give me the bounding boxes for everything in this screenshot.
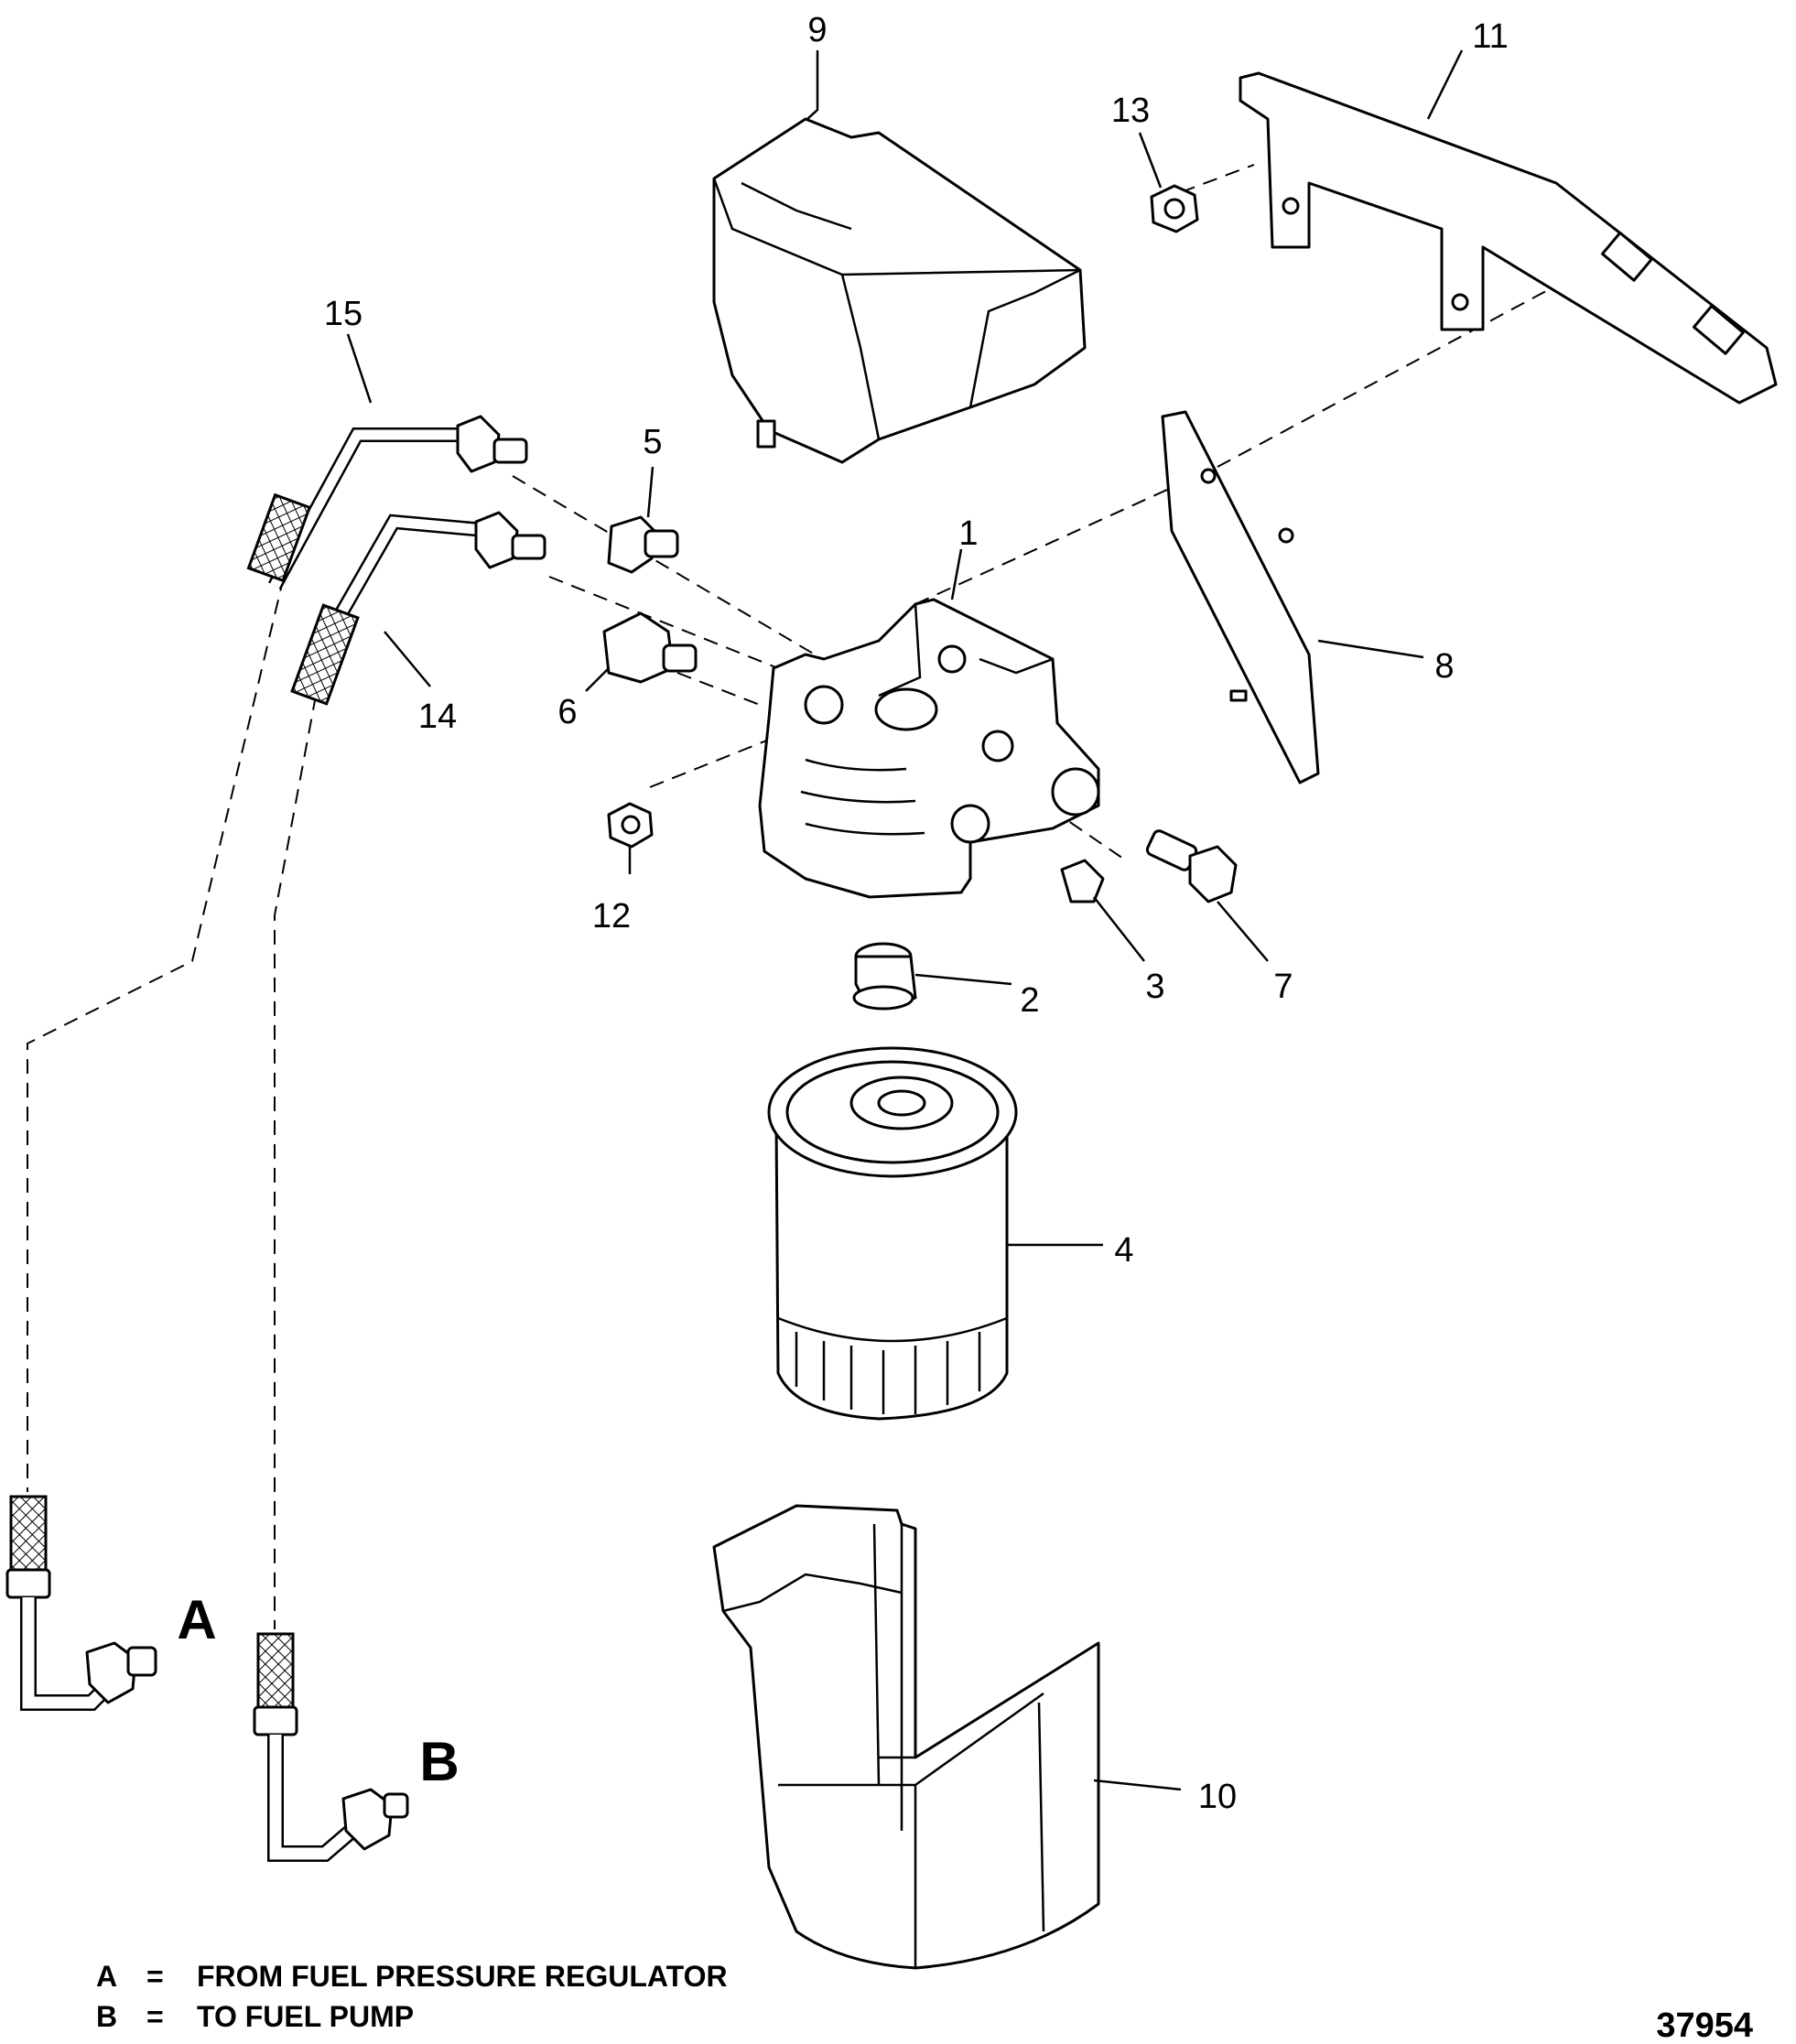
legend-a-eq: = (146, 1960, 164, 1993)
callout-4: 4 (1114, 1231, 1133, 1270)
callout-11: 11 (1472, 17, 1508, 56)
connector-a-line-end-icon (5, 1495, 157, 1711)
figure-number: 37954 (1656, 2006, 1753, 2044)
legend-b-eq: = (146, 2000, 164, 2033)
callout-12: 12 (592, 897, 631, 935)
hex-nut-13-icon (1150, 184, 1199, 233)
callout-1: 1 (958, 514, 978, 553)
callout-8: 8 (1434, 647, 1454, 686)
callout-5: 5 (643, 423, 662, 461)
callout-9: 9 (807, 11, 827, 49)
callout-7: 7 (1273, 968, 1293, 1006)
callout-15: 15 (324, 295, 362, 333)
connector-b-line-end-icon (253, 1632, 409, 1862)
mounting-plate-icon (1161, 410, 1320, 784)
drain-plug-icon (852, 942, 917, 1011)
legend: A = FROM FUEL PRESSURE REGULATOR B = TO … (96, 1960, 728, 2033)
hex-nut-12-icon (607, 802, 654, 849)
fuel-filter-head-icon (758, 598, 1100, 899)
legend-a-text: FROM FUEL PRESSURE REGULATOR (197, 1960, 728, 1993)
callout-2: 2 (1020, 981, 1039, 1020)
fuel-line-15-icon (246, 415, 528, 589)
callout-10: 10 (1198, 1778, 1237, 1816)
callout-14: 14 (418, 698, 457, 736)
callout-6: 6 (557, 693, 577, 731)
callout-13: 13 (1111, 92, 1150, 130)
fitting-3-icon (1060, 859, 1105, 903)
fuel-filter-cartridge-icon (767, 1046, 1018, 1421)
leader-lines (346, 49, 1464, 1791)
assembly-lines (27, 164, 1612, 1629)
legend-a-key: A (96, 1960, 117, 1993)
legend-b-key: B (96, 2000, 117, 2033)
fuel-line-14-icon (290, 511, 546, 706)
fitting-5-icon (607, 515, 679, 574)
fitting-6-icon (602, 611, 698, 684)
connector-label-a: A (177, 1589, 216, 1650)
callout-3: 3 (1145, 968, 1164, 1006)
filter-shield-top-icon (712, 117, 1087, 464)
connector-label-b: B (419, 1731, 459, 1792)
fitting-7-icon (1145, 829, 1238, 903)
filter-shield-bottom-icon (712, 1504, 1100, 1970)
callout-labels: 1 2 3 4 5 6 7 8 9 10 11 12 13 14 15 (324, 11, 1509, 1816)
mounting-bracket-icon (1239, 71, 1778, 405)
legend-b-text: TO FUEL PUMP (197, 2000, 414, 2033)
